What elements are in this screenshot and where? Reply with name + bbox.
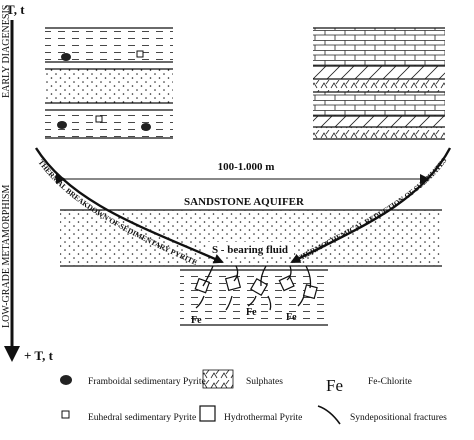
framboidal-pyrite xyxy=(61,53,71,61)
euhedral-pyrite xyxy=(95,115,103,123)
legend-sulphates-symbol xyxy=(202,369,234,389)
legend-hydrothermal-label: Hydrothermal Pyrite xyxy=(224,413,302,423)
legend-hydrothermal-symbol xyxy=(199,405,216,422)
syndepositional-fracture xyxy=(305,265,312,289)
left-process-arrow xyxy=(34,147,224,264)
framboidal-pyrite xyxy=(141,123,151,131)
euhedral-pyrite xyxy=(136,50,144,58)
legend-fe-symbol: Fe xyxy=(326,376,343,395)
right-process-arrow xyxy=(290,147,452,264)
axis-arrowhead xyxy=(4,346,20,362)
syndepositional-fracture xyxy=(233,265,239,282)
fe-label: Fe xyxy=(286,312,297,323)
fluid-label: S - bearing fluid xyxy=(212,244,288,256)
syndepositional-fracture xyxy=(260,265,267,287)
syndepositional-fracture xyxy=(202,265,214,287)
early-diagenesis-label: EARLY DIAGENESIS xyxy=(1,5,12,98)
hydrothermal-pyrite xyxy=(278,275,295,292)
fe-label: Fe xyxy=(246,307,257,318)
legend: Framboidal sedimentary Pyrite Sulphates … xyxy=(60,369,447,425)
fe-label: Fe xyxy=(191,315,202,326)
low-grade-metamorphism-label: LOW-GRADE METAMORPHISM xyxy=(1,185,12,328)
right-carbonate-column xyxy=(313,27,445,140)
axis-top-label: T, t xyxy=(6,2,25,17)
aquifer-label: SANDSTONE AQUIFER xyxy=(184,196,305,208)
distance-label: 100-1.000 m xyxy=(218,161,275,173)
legend-sulphates-label: Sulphates xyxy=(246,377,283,387)
hydrothermal-pyrite xyxy=(302,284,318,300)
left-sediment-column xyxy=(45,27,173,139)
legend-euhedral-symbol xyxy=(61,410,70,419)
hydrothermal-pyrite xyxy=(224,274,242,292)
legend-fractures-label: Syndepositional fractures xyxy=(350,412,447,423)
framboidal-pyrite xyxy=(57,121,67,129)
syndepositional-fracture xyxy=(286,265,292,281)
axis-bottom-label: + T, t xyxy=(24,348,54,363)
hydrothermal-pyrite xyxy=(249,277,269,297)
legend-framboidal-label: Framboidal sedimentary Pyrite xyxy=(88,377,206,387)
sandstone-aquifer xyxy=(60,209,442,267)
legend-euhedral-label: Euhedral sedimentary Pyrite xyxy=(88,413,196,423)
legend-fracture-symbol xyxy=(317,405,341,425)
legend-framboidal-symbol xyxy=(60,375,72,385)
mineralized-host-block: Fe Fe Fe xyxy=(180,265,328,326)
legend-fe-chlorite-label: Fe-Chlorite xyxy=(368,377,412,387)
